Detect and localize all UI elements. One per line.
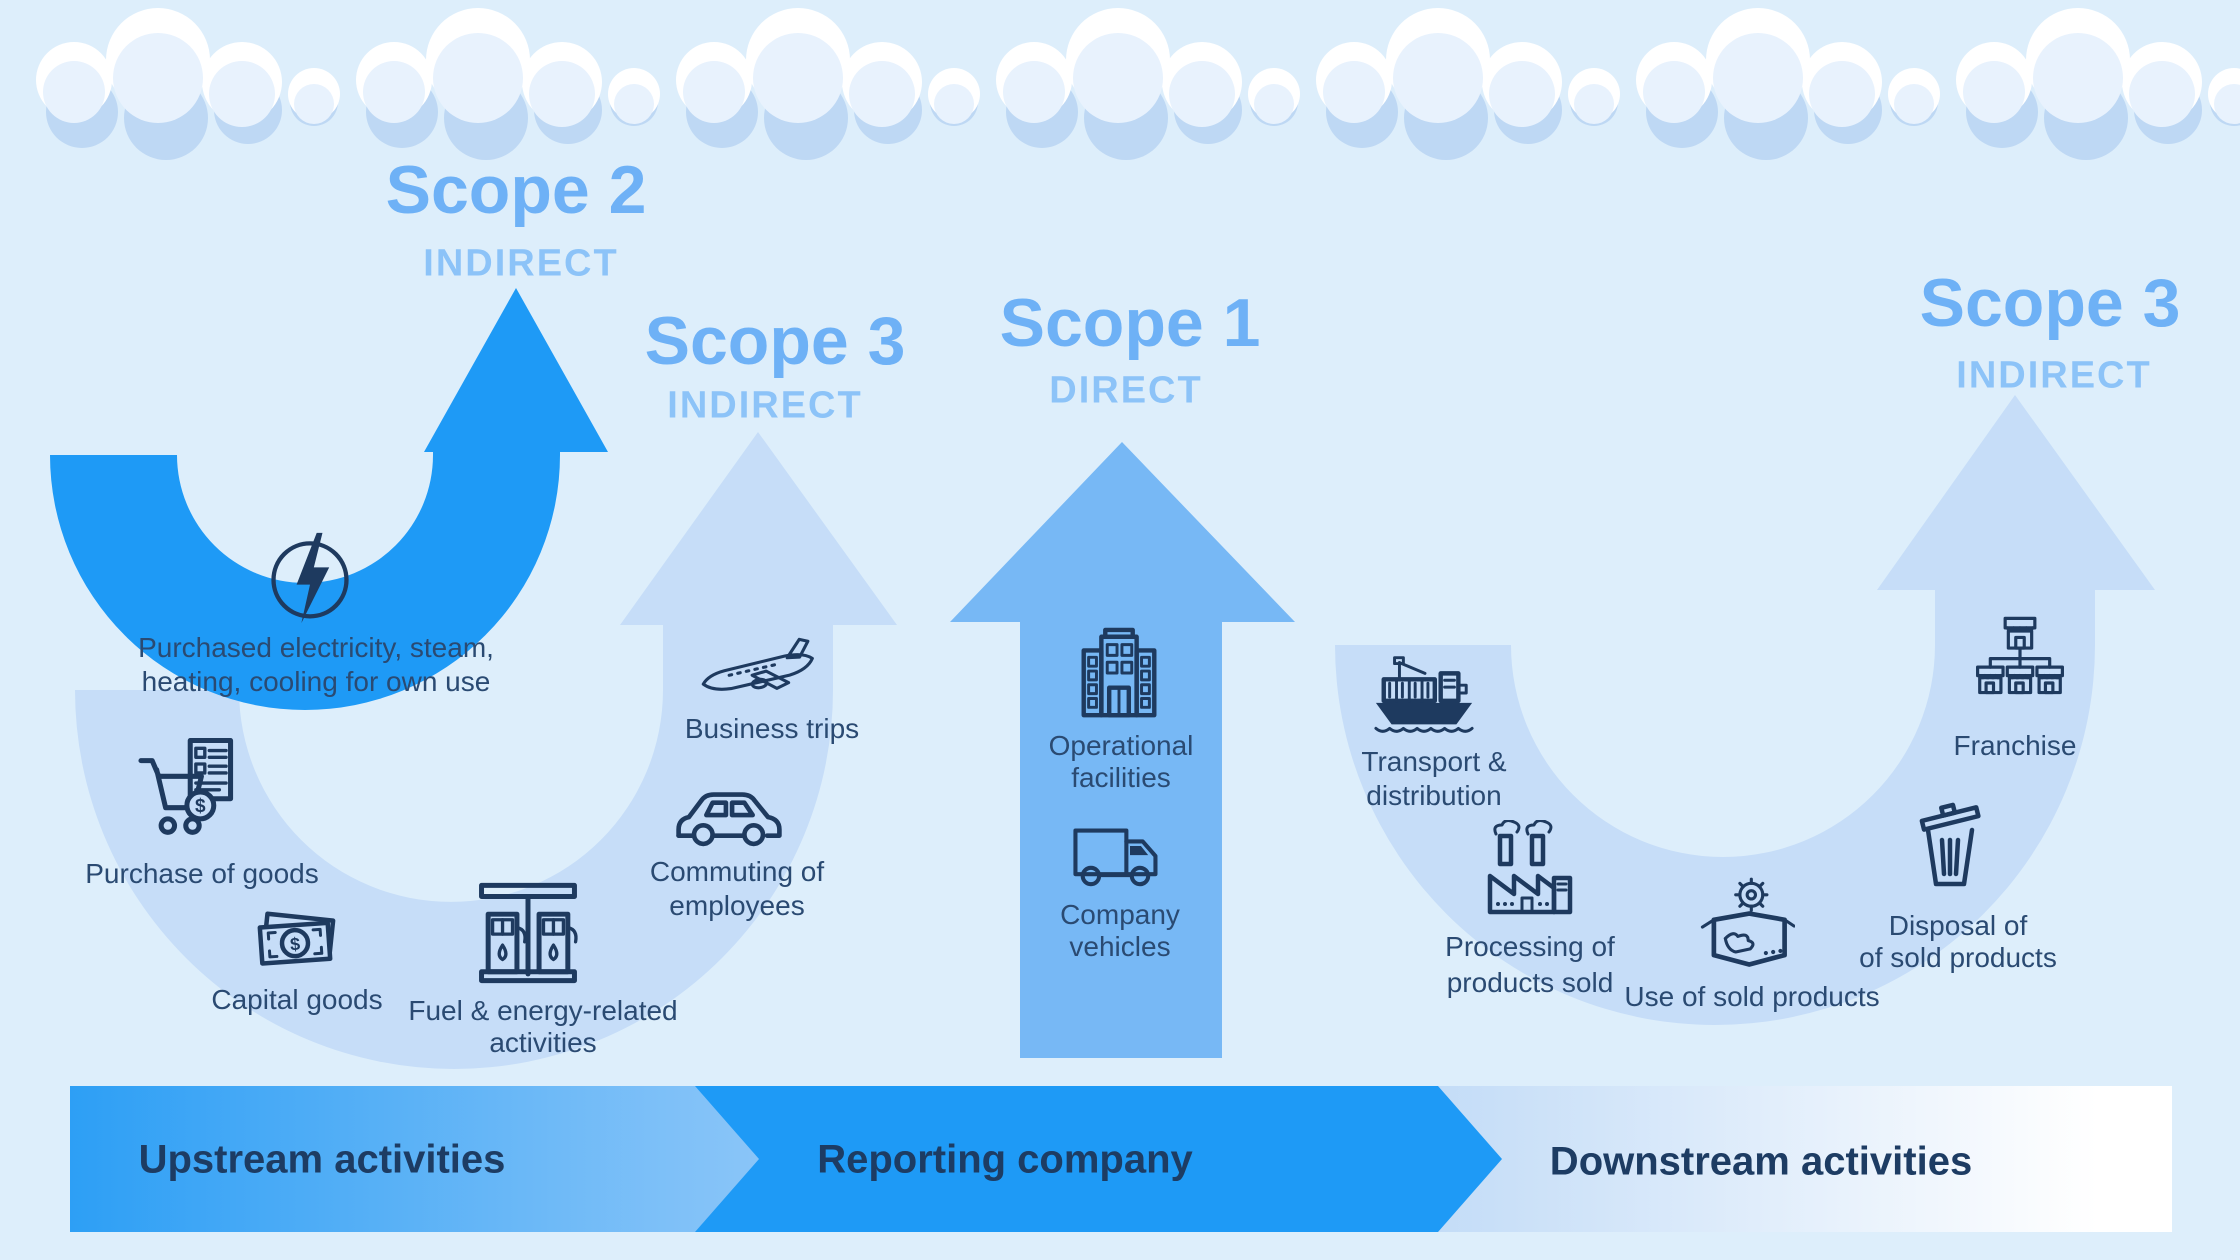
- banknotes-icon: $: [239, 893, 355, 979]
- reporting-bar-segment: [690, 1086, 1502, 1232]
- activity-label: Transport &: [1361, 746, 1507, 777]
- activity-label: products sold: [1446, 967, 1614, 998]
- activity-label: distribution: [1366, 780, 1502, 811]
- cloud-band: [36, 8, 2240, 160]
- factory-icon: [1480, 820, 1580, 920]
- scope2-subtitle: INDIRECT: [423, 242, 619, 285]
- scope2-title: Scope 2: [385, 152, 647, 228]
- trash-bin-icon: [1910, 792, 1990, 892]
- activity-label: Commuting of: [649, 856, 825, 887]
- truck-icon: [1070, 819, 1170, 893]
- airplane-icon: [684, 631, 835, 712]
- shopping-cart-icon: $: [132, 736, 244, 848]
- scope3-upstream-title: Scope 3: [644, 303, 906, 379]
- activity-label: Fuel & energy-related: [408, 995, 678, 1026]
- activity-label: Purchase of goods: [85, 858, 319, 889]
- activity-label: Purchased electricity, steam,: [138, 632, 494, 663]
- activity-label: Business trips: [684, 713, 860, 744]
- scope3-upstream-subtitle: INDIRECT: [667, 384, 863, 427]
- svg-text:$: $: [195, 796, 206, 817]
- cargo-ship-icon: [1370, 652, 1478, 736]
- car-icon: [666, 776, 792, 848]
- downstream-activities-label: Downstream activities: [1549, 1139, 1973, 1184]
- activity-label: activities: [489, 1027, 597, 1058]
- scope2-arrow-shape: [50, 288, 608, 710]
- office-building-icon: [1070, 625, 1168, 723]
- activity-label: heating, cooling for own use: [141, 666, 491, 697]
- upstream-bar-segment: [70, 1086, 759, 1232]
- scope1-title: Scope 1: [999, 285, 1261, 361]
- activity-label: facilities: [1071, 762, 1171, 793]
- activity-label: Company: [1060, 899, 1180, 930]
- svg-text:$: $: [289, 934, 300, 955]
- reporting-company-label: Reporting company: [817, 1137, 1193, 1182]
- activity-label: employees: [669, 890, 805, 921]
- activity-label: Processing of: [1445, 931, 1615, 962]
- activity-label: Franchise: [1953, 730, 2077, 761]
- upstream-activities-label: Upstream activities: [138, 1137, 506, 1182]
- franchise-stores-icon: [1967, 612, 2073, 718]
- fuel-station-icon: [472, 881, 584, 985]
- downstream-bar-segment: [1432, 1086, 2172, 1232]
- scope3-downstream-title: Scope 3: [1919, 265, 2181, 341]
- activity-label: Disposal of: [1888, 910, 2028, 941]
- activity-label: of sold products: [1859, 942, 2057, 973]
- activity-label: Operational: [1048, 730, 1194, 761]
- scope3-upstream-arrow-shape: [75, 432, 897, 1069]
- electricity-icon: [262, 529, 358, 625]
- activity-label: Capital goods: [211, 984, 383, 1015]
- scope3-downstream-subtitle: INDIRECT: [1956, 354, 2152, 397]
- activity-label: Use of sold products: [1624, 981, 1880, 1012]
- product-box-icon: [1691, 874, 1795, 978]
- scope1-subtitle: DIRECT: [1049, 369, 1203, 412]
- scope1-arrow-shape: [950, 442, 1295, 1058]
- activity-label: vehicles: [1069, 931, 1171, 962]
